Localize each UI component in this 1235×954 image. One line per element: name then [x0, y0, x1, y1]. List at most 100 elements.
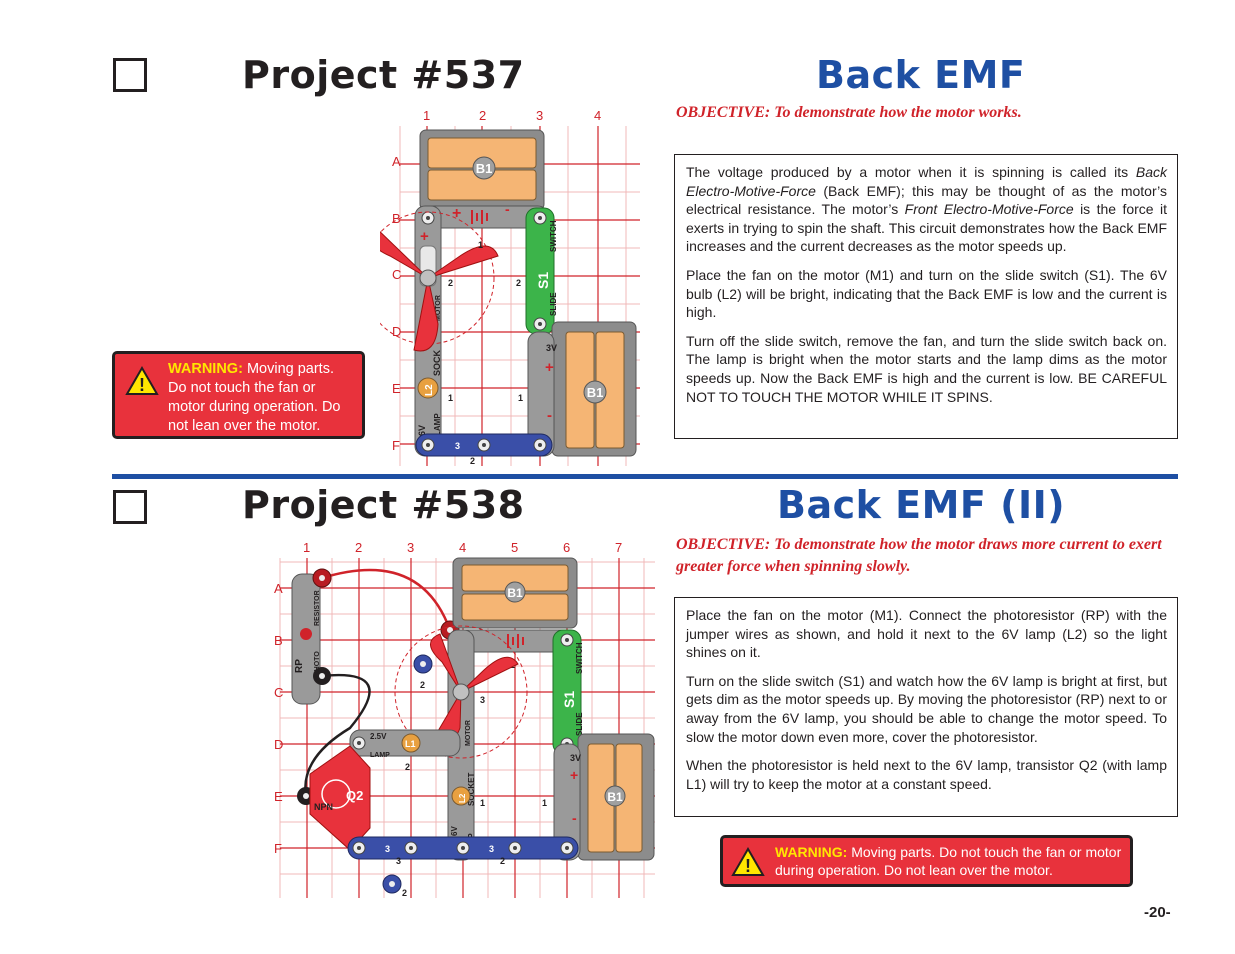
svg-text:1: 1	[518, 393, 523, 403]
battery-holder-top: B1	[419, 129, 545, 211]
svg-text:+: +	[420, 228, 429, 245]
svg-text:2: 2	[420, 680, 425, 690]
svg-text:LAMP: LAMP	[370, 752, 390, 759]
project-537-objective: OBJECTIVE: To demonstrate how the motor …	[676, 104, 1022, 121]
project-538-checkbox[interactable]	[113, 490, 147, 524]
svg-text:6V: 6V	[417, 425, 427, 436]
project-538-paragraph-1: Place the fan on the motor (M1). Connect…	[686, 607, 1167, 661]
svg-text:B1: B1	[476, 161, 493, 176]
svg-text:SOCKET: SOCKET	[467, 773, 476, 806]
project-537-paragraph-3: Turn off the slide switch, remove the fa…	[686, 332, 1167, 405]
svg-text:+: +	[545, 359, 554, 376]
svg-text:L1: L1	[405, 739, 416, 749]
svg-text:LAMP: LAMP	[433, 413, 442, 436]
row-label: A	[392, 154, 401, 169]
svg-text:1: 1	[480, 798, 485, 808]
row-label: F	[392, 438, 400, 453]
svg-text:2: 2	[405, 762, 410, 772]
project-538-text-box: Place the fan on the motor (M1). Connect…	[674, 597, 1178, 817]
svg-text:3: 3	[489, 844, 494, 854]
svg-text:2: 2	[448, 278, 453, 288]
svg-text:!: !	[139, 375, 145, 395]
project-537-text-box: The voltage produced by a motor when it …	[674, 154, 1178, 439]
battery-holder-right: B1	[577, 733, 655, 861]
col-label: 5	[511, 540, 518, 555]
project-538-circuit-diagram: 1 2 3 4 5 6 7 A B C D E F RP PHOTO RESIS…	[274, 540, 655, 898]
svg-text:SLIDE: SLIDE	[549, 292, 558, 316]
svg-text:2: 2	[500, 856, 505, 866]
svg-text:L2: L2	[424, 384, 435, 396]
svg-text:-: -	[547, 407, 552, 424]
svg-text:3V: 3V	[570, 753, 581, 763]
svg-text:SWITCH: SWITCH	[549, 220, 558, 252]
svg-text:1: 1	[542, 798, 547, 808]
svg-text:MOTOR: MOTOR	[435, 295, 442, 321]
col-label: 3	[536, 108, 543, 123]
row-label: A	[274, 581, 283, 596]
svg-text:-: -	[572, 810, 577, 826]
col-label: 4	[459, 540, 466, 555]
col-label: 1	[303, 540, 310, 555]
project-538-paragraph-2: Turn on the slide switch (S1) and watch …	[686, 672, 1167, 745]
svg-text:L2: L2	[458, 793, 467, 803]
svg-text:B1: B1	[607, 790, 623, 804]
row-label: E	[274, 789, 283, 804]
svg-text:B1: B1	[507, 586, 523, 600]
row-label: D	[392, 324, 401, 339]
col-label: 6	[563, 540, 570, 555]
project-537-paragraph-2: Place the fan on the motor (M1) and turn…	[686, 266, 1167, 321]
svg-text:PHOTO: PHOTO	[314, 651, 321, 676]
col-label: 1	[423, 108, 430, 123]
svg-text:6V: 6V	[450, 826, 459, 836]
col-label: 4	[594, 108, 601, 123]
page-number: -20-	[1144, 904, 1171, 921]
col-label: 3	[407, 540, 414, 555]
svg-text:RESISTOR: RESISTOR	[314, 590, 321, 626]
col-label: 7	[615, 540, 622, 555]
row-label: D	[274, 737, 283, 752]
project-537-paragraph-1: The voltage produced by a motor when it …	[686, 164, 1168, 255]
svg-text:S1: S1	[535, 272, 551, 289]
svg-text:3: 3	[480, 695, 485, 705]
project-538-title: Project #538	[242, 483, 525, 527]
svg-text:SLIDE: SLIDE	[575, 712, 584, 736]
svg-text:3: 3	[455, 441, 460, 451]
svg-text:NPN: NPN	[314, 802, 333, 812]
svg-text:-: -	[505, 201, 510, 217]
svg-text:2: 2	[402, 888, 407, 898]
svg-text:2: 2	[470, 456, 475, 466]
svg-text:+: +	[452, 205, 461, 222]
svg-text:Q2: Q2	[346, 788, 363, 803]
project-537-circuit-diagram: 1 2 3 4 A B C D E F B1 + - + MOTOR SOCK …	[380, 108, 640, 466]
svg-text:1: 1	[478, 240, 483, 250]
row-label: F	[274, 841, 282, 856]
svg-text:S1: S1	[561, 691, 577, 708]
project-537-checkbox[interactable]	[113, 58, 147, 92]
battery-holder-top: B1	[452, 557, 578, 629]
svg-text:3: 3	[385, 844, 390, 854]
section-divider	[112, 474, 1178, 479]
svg-text:B1: B1	[587, 385, 604, 400]
transistor-q2: Q2 NPN	[309, 745, 371, 851]
svg-text:RP: RP	[294, 659, 305, 673]
project-538-name: Back EMF (II)	[777, 483, 1066, 527]
svg-text:2.5V: 2.5V	[370, 732, 387, 741]
svg-text:1: 1	[448, 393, 453, 403]
svg-text:2: 2	[516, 278, 521, 288]
project-538-paragraph-3: When the photoresistor is held next to t…	[686, 757, 1167, 792]
project-537-title: Project #537	[242, 53, 525, 97]
svg-text:+: +	[570, 767, 578, 783]
project-538-objective: OBJECTIVE: To demonstrate how the motor …	[676, 536, 1162, 575]
col-label: 2	[479, 108, 486, 123]
fan-icon	[380, 211, 499, 352]
svg-text:!: !	[745, 856, 751, 876]
svg-text:3: 3	[396, 856, 401, 866]
row-label: E	[392, 381, 401, 396]
warning-triangle-icon: !	[731, 847, 765, 876]
project-537-name: Back EMF	[816, 53, 1026, 97]
warning-triangle-icon: !	[125, 366, 159, 395]
project-537-warning: ! WARNING: Moving parts. Do not touch th…	[112, 351, 365, 439]
col-label: 2	[355, 540, 362, 555]
svg-text:SOCK: SOCK	[432, 349, 442, 376]
svg-text:SWITCH: SWITCH	[575, 642, 584, 674]
